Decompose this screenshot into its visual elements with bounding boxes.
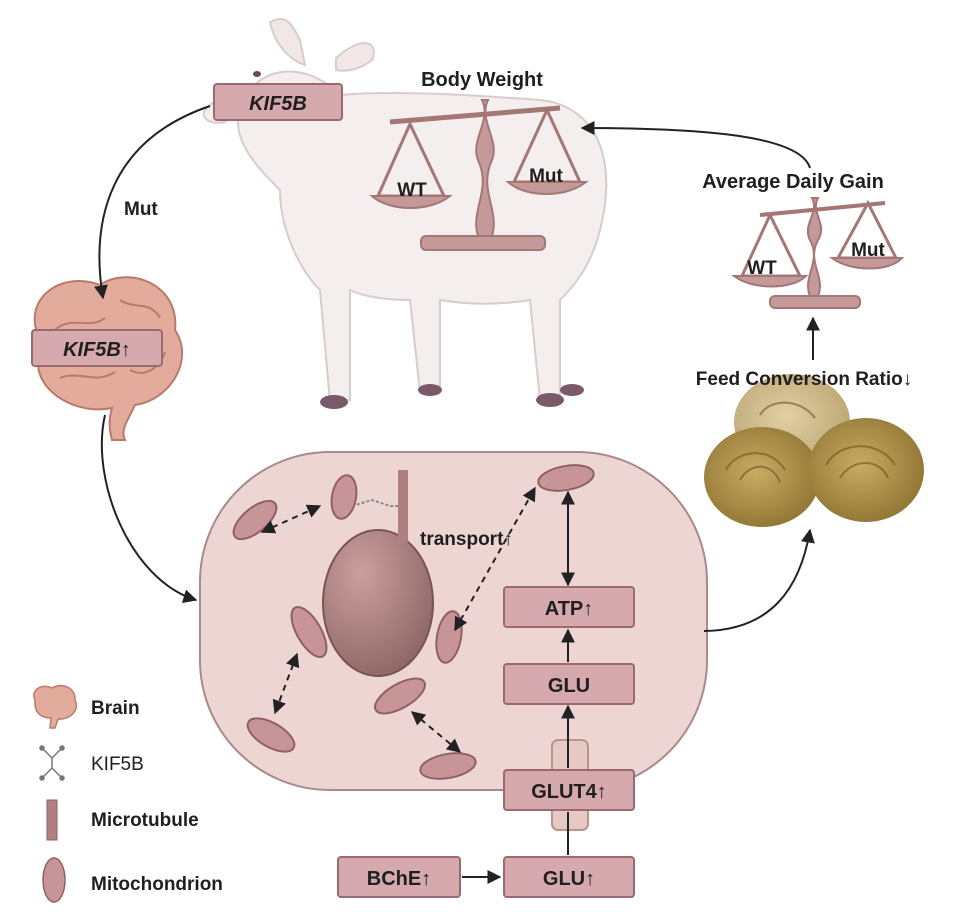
glu-box: GLU xyxy=(503,663,635,705)
glu-label: GLU xyxy=(548,675,590,697)
kif5b-brain-label: KIF5B↑ xyxy=(63,339,131,361)
fcr-label: Feed Conversion Ratio↓ xyxy=(696,369,912,390)
legend: Brain KIF5B Microtubule Mitochondrion xyxy=(33,684,223,903)
legend-microtubule-icon xyxy=(46,799,58,841)
atp-box: ATP↑ xyxy=(503,586,635,628)
body-scale-left-label: WT xyxy=(397,180,427,201)
pathway-arrows xyxy=(94,105,820,884)
mitochondria-group xyxy=(232,464,595,780)
body-scale-right-label: Mut xyxy=(529,166,563,187)
legend-kif5b-label: KIF5B xyxy=(91,754,144,775)
glu-up-label: GLU↑ xyxy=(543,868,595,890)
body-weight-scale xyxy=(369,99,589,251)
adg-scale xyxy=(731,197,905,309)
adg-title: Average Daily Gain xyxy=(702,171,884,193)
bche-box: BChE↑ xyxy=(337,856,461,898)
glu-up-box: GLU↑ xyxy=(503,856,635,898)
sheep-illustration xyxy=(202,18,608,409)
legend-mitochondrion-icon xyxy=(42,857,66,903)
legend-microtubule-label: Microtubule xyxy=(91,810,199,831)
adg-scale-left-label: WT xyxy=(747,258,777,279)
hay-bales-illustration xyxy=(704,374,924,527)
legend-brain-icon xyxy=(33,684,77,729)
adg-scale-right-label: Mut xyxy=(851,240,885,261)
body-weight-title: Body Weight xyxy=(421,69,543,91)
glut4-label: GLUT4↑ xyxy=(531,781,607,803)
legend-mitochondrion-label: Mitochondrion xyxy=(91,874,223,895)
mut-arrow-label: Mut xyxy=(124,199,158,220)
legend-brain-label: Brain xyxy=(91,698,140,719)
glut4-box: GLUT4↑ xyxy=(503,769,635,811)
transport-label: transport↑ xyxy=(420,529,513,550)
transport-arrows xyxy=(260,486,536,753)
kif5b-top-box: KIF5B xyxy=(213,83,343,121)
atp-label: ATP↑ xyxy=(545,598,594,620)
kif5b-top-label: KIF5B xyxy=(249,93,307,115)
bche-label: BChE↑ xyxy=(367,868,431,890)
kif5b-brain-box: KIF5B↑ xyxy=(31,329,163,367)
legend-kif5b-icon xyxy=(39,745,65,781)
